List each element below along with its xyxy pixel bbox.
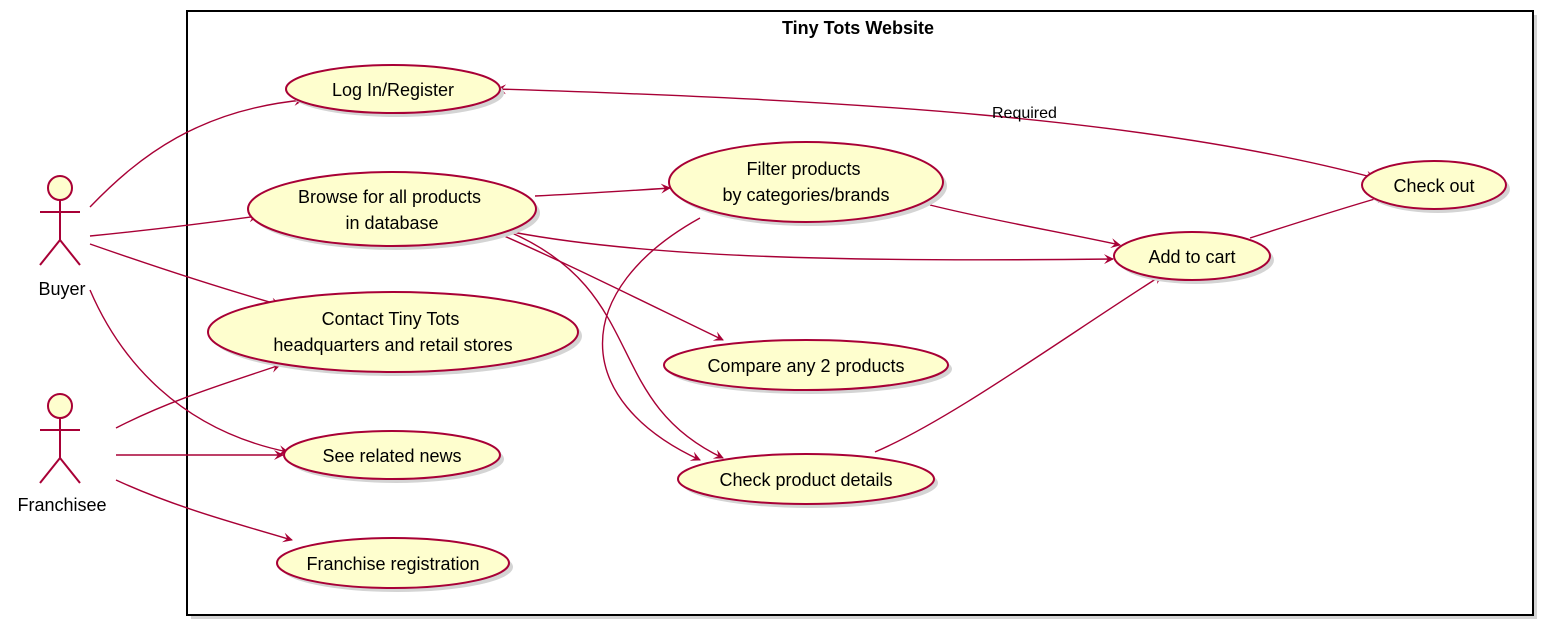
svg-text:Browse for all products: Browse for all products in database bbox=[298, 187, 486, 233]
edge-cart-checkout bbox=[1249, 193, 1386, 239]
usecase-compare-products: Compare any 2 products bbox=[663, 339, 952, 394]
usecase-label: Contact Tiny Tots bbox=[322, 309, 460, 329]
usecase-label: Check out bbox=[1393, 176, 1474, 196]
usecase-label: Browse for all products bbox=[298, 187, 481, 207]
svg-text:Filter products by categ: Filter products by categories/brands bbox=[722, 159, 889, 205]
usecase-contact-tiny-tots: Contact Tiny Tots headquarters and retai… bbox=[207, 291, 582, 376]
usecase-label: Check product details bbox=[719, 470, 892, 490]
usecase-check-out: Check out bbox=[1361, 160, 1510, 213]
usecase-label: Franchise registration bbox=[306, 554, 479, 574]
usecase-label: Add to cart bbox=[1148, 247, 1235, 267]
edge-browse-details bbox=[504, 229, 724, 459]
usecase-label: See related news bbox=[322, 446, 461, 466]
svg-text:See related news: See related news bbox=[322, 446, 461, 466]
actor-label-franchisee: Franchisee bbox=[17, 495, 106, 515]
usecase-log-in-register: Log In/Register bbox=[285, 64, 504, 117]
usecase-label: Filter products bbox=[746, 159, 860, 179]
edge-browse-filter bbox=[534, 183, 671, 197]
usecase-add-to-cart: Add to cart bbox=[1113, 231, 1274, 284]
edge-buyer-news bbox=[89, 289, 289, 456]
edge-franchisee-contact bbox=[115, 363, 281, 429]
system-boundary-title: Tiny Tots Website bbox=[782, 18, 934, 38]
edge-browse-compare bbox=[494, 231, 724, 341]
edge-buyer-browse bbox=[89, 212, 259, 237]
svg-text:Franchise registration: Franchise registration bbox=[306, 554, 479, 574]
usecase-franchise-registration: Franchise registration bbox=[276, 537, 513, 592]
usecase-check-product-details: Check product details bbox=[677, 453, 938, 508]
svg-text:Compare any 2 products: Compare any 2 products bbox=[707, 356, 904, 376]
svg-text:Log In/Register: Log In/Register bbox=[332, 80, 454, 100]
usecase-label: in database bbox=[345, 213, 438, 233]
usecase-browse-products: Browse for all products in database bbox=[247, 171, 540, 250]
edge-label-required: Required bbox=[992, 105, 1057, 122]
actor-buyer: Buyer bbox=[38, 175, 86, 299]
edge-details-cart bbox=[874, 274, 1163, 453]
edge-buyer-login bbox=[89, 95, 304, 208]
edges: Required bbox=[89, 84, 1386, 543]
actor-label-buyer: Buyer bbox=[38, 279, 85, 299]
usecase-label: Log In/Register bbox=[332, 80, 454, 100]
actor-franchisee: Franchisee bbox=[17, 393, 107, 515]
svg-text:Check product details: Check product details bbox=[719, 470, 892, 490]
usecase-label: headquarters and retail stores bbox=[273, 335, 512, 355]
edge-buyer-contact bbox=[89, 243, 281, 308]
usecase-label: by categories/brands bbox=[722, 185, 889, 205]
svg-text:Check out: Check out bbox=[1393, 176, 1474, 196]
edge-franchisee-franchise bbox=[115, 479, 293, 543]
usecase-filter-products: Filter products by categories/brands bbox=[668, 141, 947, 226]
edge-login-checkout bbox=[496, 84, 1376, 181]
usecase-see-related-news: See related news bbox=[283, 430, 504, 483]
edge-filter-cart bbox=[929, 204, 1121, 248]
edge-filter-details bbox=[602, 217, 701, 461]
usecase-label: Compare any 2 products bbox=[707, 356, 904, 376]
edge-browse-cart bbox=[511, 231, 1114, 265]
svg-text:Contact Tiny Tots headqu: Contact Tiny Tots headquarters and retai… bbox=[273, 309, 512, 355]
svg-text:Add to cart: Add to cart bbox=[1148, 247, 1235, 267]
